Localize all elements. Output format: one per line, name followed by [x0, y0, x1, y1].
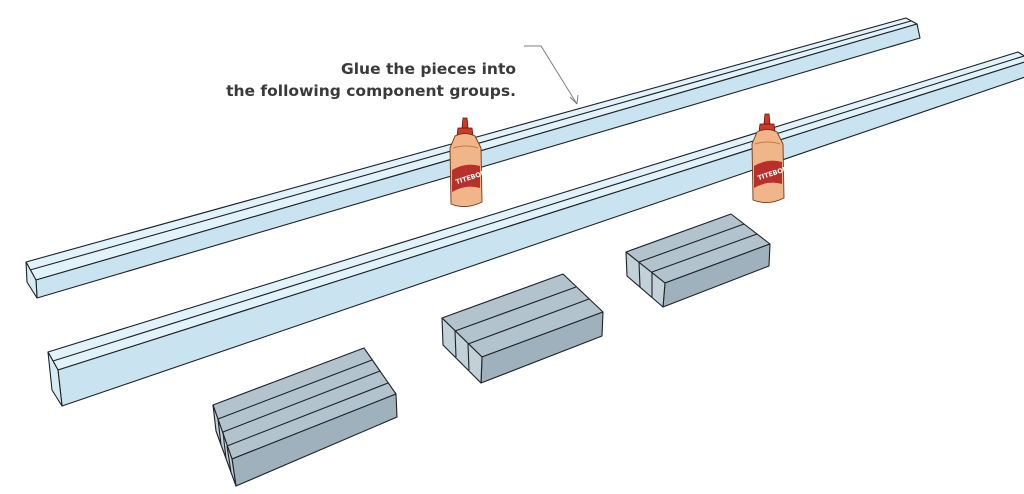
leader-arrow: [569, 94, 579, 105]
annotation-line-1: Glue the pieces into: [341, 60, 516, 78]
block-group-right: [625, 213, 771, 308]
glue-bottle-2: TITEBOND: [751, 113, 795, 203]
leader-line: [524, 45, 578, 105]
annotation-text: Glue the pieces into the following compo…: [210, 58, 516, 102]
block-group-left: [212, 347, 398, 487]
block-group-middle: [441, 273, 604, 384]
annotation-line-2: the following component groups.: [226, 82, 516, 100]
glue-bottle-1: TITEBOND: [449, 117, 493, 207]
